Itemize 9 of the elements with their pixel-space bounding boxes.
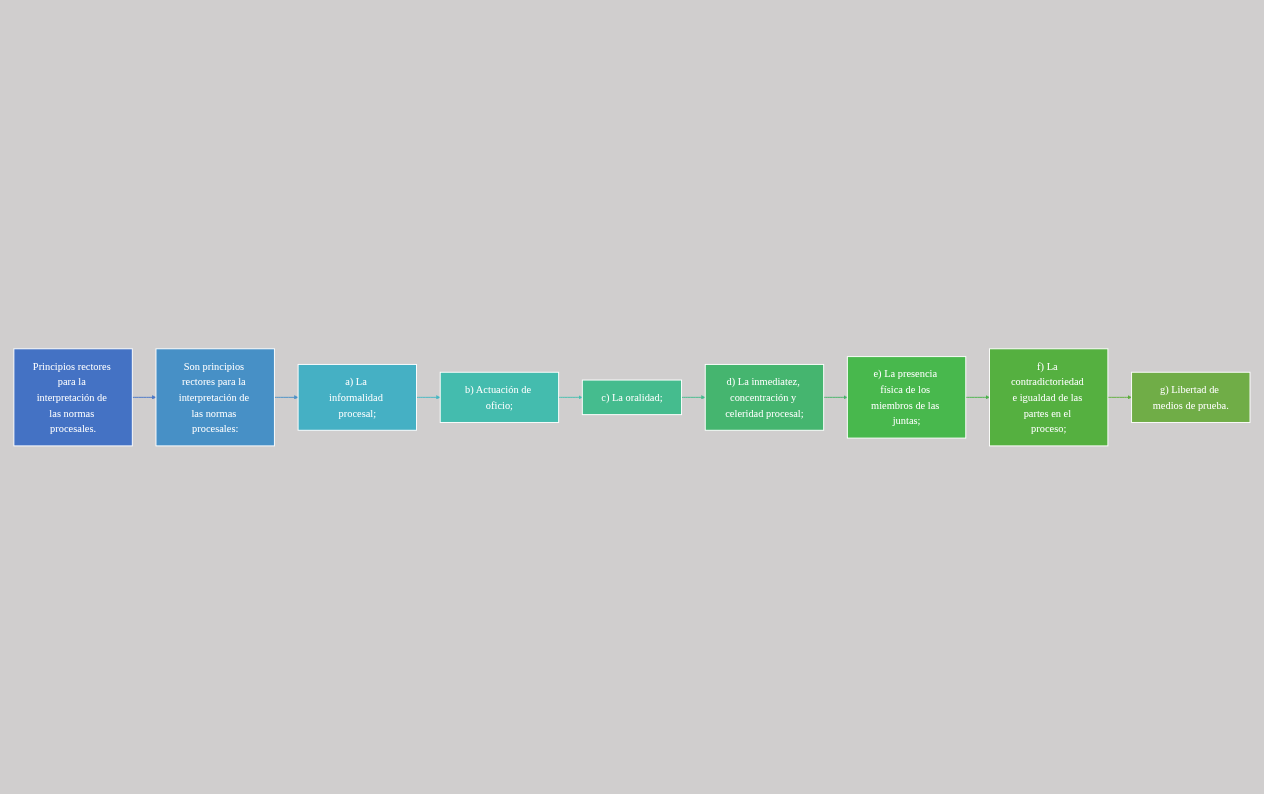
node-box: g) Libertad de medios de prueba. xyxy=(1131,371,1251,423)
node-box: a) La informalidad procesal; xyxy=(297,363,418,431)
node-box: e) La presencia física de los miembros de las juntas; xyxy=(846,355,967,439)
node-box: d) La inmediatez, concentración y celeridad procesal; xyxy=(704,363,825,431)
node-box: Principios rectores para la interpretación de las normas procesales. xyxy=(13,347,133,447)
node-box: Son principios rectores para la interpretación de las normas procesales: xyxy=(155,347,275,447)
node-box: b) Actuación de oficio; xyxy=(439,371,560,423)
node-box: c) La oralidad; xyxy=(581,379,683,415)
node-box: f) La contradictoriedad e igualdad de las partes en el proceso; xyxy=(989,347,1109,447)
